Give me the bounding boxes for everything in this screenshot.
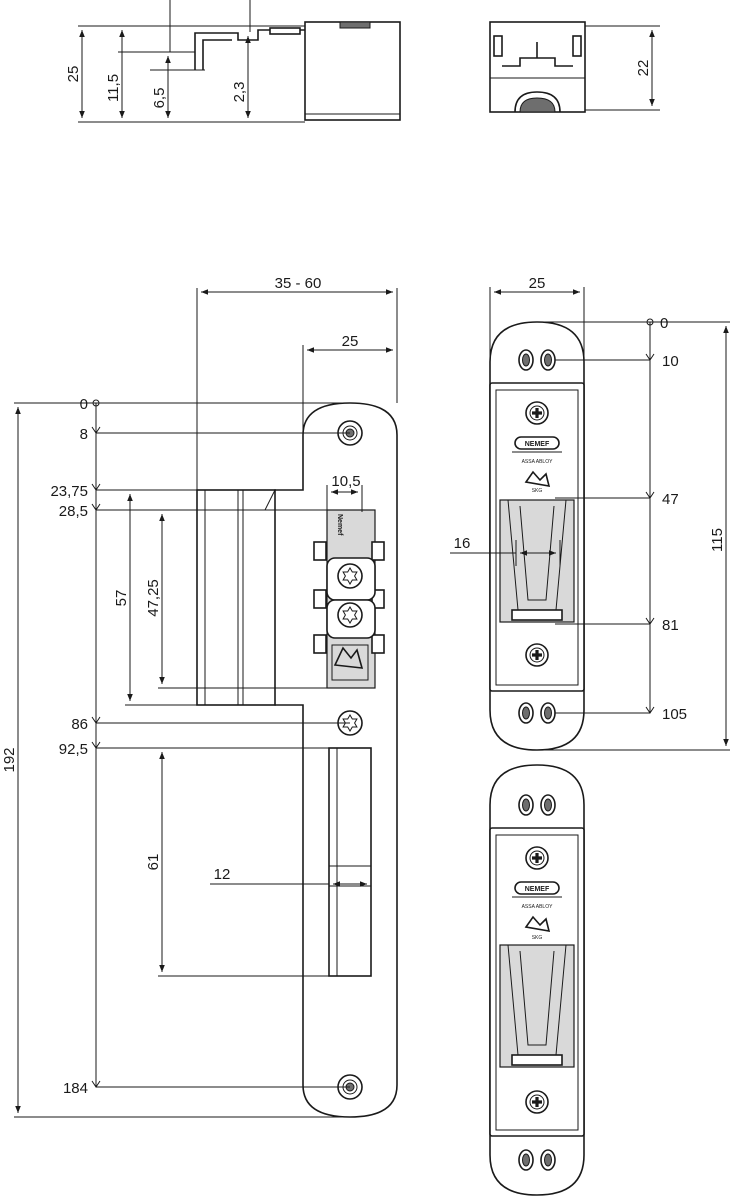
- ordinate-tick: 23,75: [50, 483, 88, 500]
- right-dim-opening-label: 16: [454, 535, 471, 552]
- right-top-mark-label: SKG: [532, 488, 543, 494]
- main-strike-plate: Nemef 35 - 60 25 10,5 12: [1, 275, 398, 1118]
- latch-opening: [499, 944, 575, 1068]
- right-ordinate-tick: 10: [662, 353, 679, 370]
- right-ordinate-tick: 0: [660, 315, 668, 332]
- phillips-screw-icon: [525, 643, 549, 667]
- dim-2-3-label: 2,3: [231, 82, 248, 103]
- adjust-screw-icon: [337, 602, 363, 628]
- adjust-screw-icon: [337, 563, 363, 589]
- dim-25-label: 25: [65, 66, 82, 83]
- dim-11-5-label: 11,5: [105, 74, 122, 102]
- right-bottom-mark-label: SKG: [532, 935, 543, 941]
- top-side-view: 25 11,5 6,5 2,3: [65, 0, 401, 123]
- bolt-opening: [328, 747, 372, 977]
- dim-face-label: 25: [342, 333, 359, 350]
- skg-mark-icon: [524, 470, 551, 487]
- right-strike-plate-bottom: NEMEF ASSA ABLOY SKG: [489, 764, 585, 1196]
- latch-opening: [499, 499, 575, 623]
- dim-bolt-width-label: 12: [214, 866, 231, 883]
- right-bottom-brand-label: NEMEF: [525, 886, 550, 893]
- dim-bolt-height-label: 61: [145, 854, 162, 871]
- ordinate-tick: 28,5: [59, 503, 88, 520]
- ordinate-tick: 86: [71, 716, 88, 733]
- right-bottom-subbrand-label: ASSA ABLOY: [522, 904, 554, 910]
- dim-6-5-label: 6,5: [151, 88, 168, 109]
- right-dim-width-label: 25: [529, 275, 546, 292]
- main-brand-label: Nemef: [336, 514, 343, 536]
- right-top-subbrand-label: ASSA ABLOY: [522, 459, 554, 465]
- top-end-view: 22: [489, 21, 660, 113]
- dim-total-label: 192: [1, 747, 18, 772]
- ordinate-tick: 92,5: [59, 741, 88, 758]
- right-ordinate-tick: 47: [662, 491, 679, 508]
- dim-latch-inner-label: 47,25: [145, 579, 162, 617]
- phillips-screw-icon: [525, 1090, 549, 1114]
- ordinate-tick: 184: [63, 1080, 88, 1097]
- skg-mark-icon: [524, 915, 551, 932]
- ordinate-tick: 8: [80, 426, 88, 443]
- dim-latch-height-label: 57: [113, 590, 130, 607]
- ordinate-tick: 0: [80, 396, 88, 413]
- skg-mark-icon: [333, 646, 364, 669]
- dim-latch-width-label: 10,5: [331, 473, 360, 490]
- right-top-brand-label: NEMEF: [525, 441, 550, 448]
- dim-22-label: 22: [635, 60, 652, 77]
- right-strike-plate-top: NEMEF ASSA ABLOY SKG 25 16 115 0: [450, 275, 730, 751]
- right-ordinate-tick: 81: [662, 617, 679, 634]
- phillips-screw-icon: [525, 846, 549, 870]
- dim-width-label: 35 - 60: [275, 275, 322, 292]
- phillips-screw-icon: [525, 401, 549, 425]
- right-dim-total-label: 115: [709, 528, 726, 552]
- right-ordinate-tick: 105: [662, 706, 687, 723]
